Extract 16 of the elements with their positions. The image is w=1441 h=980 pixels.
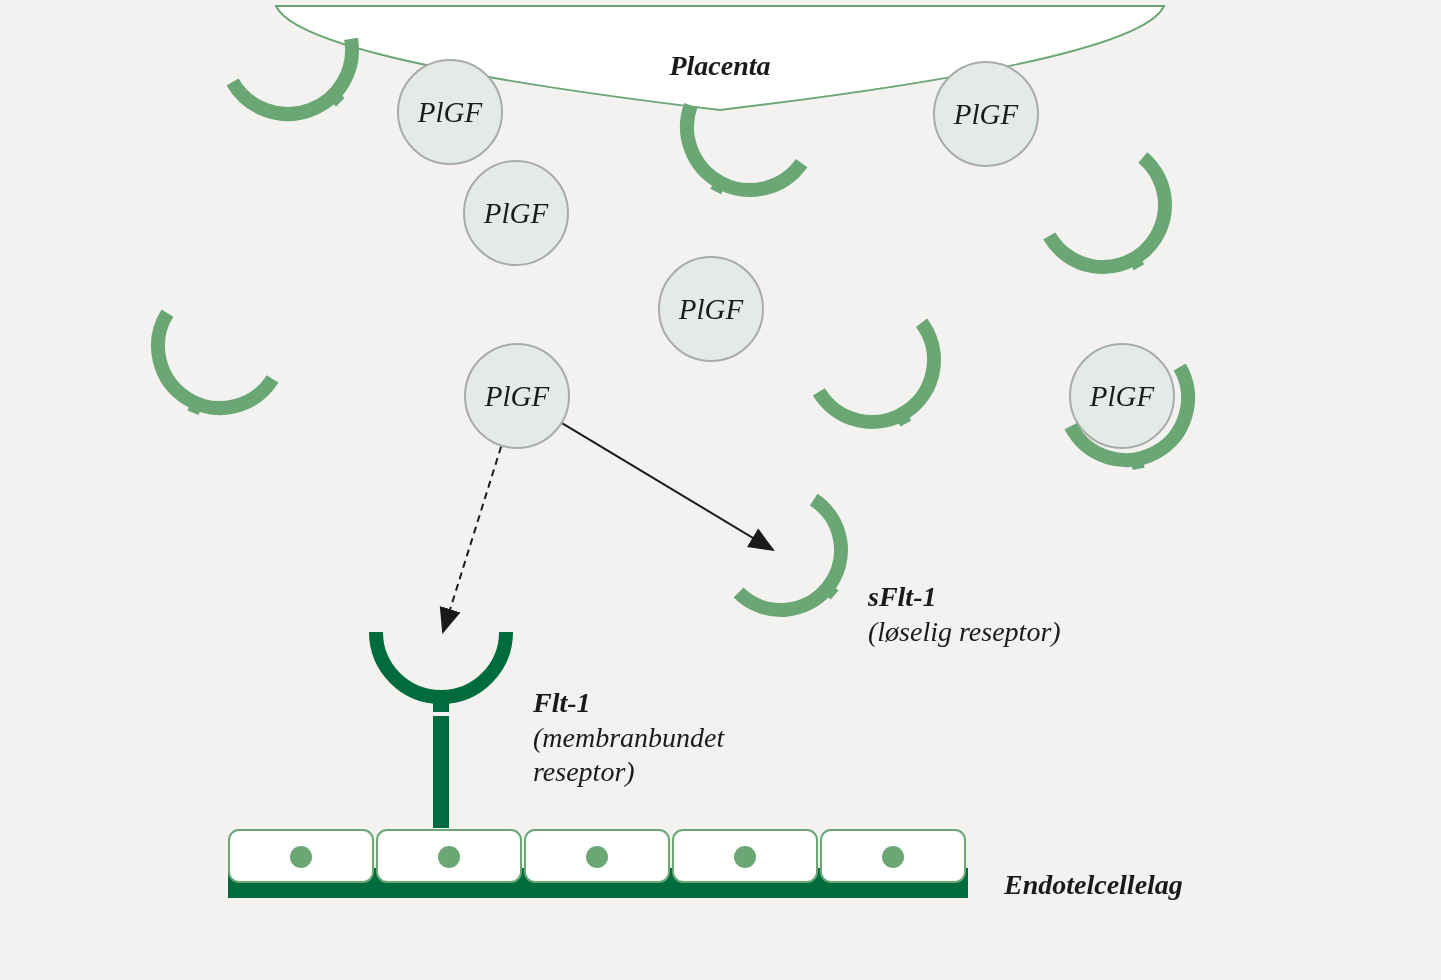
layer-label: Endotelcellelag xyxy=(1004,868,1183,902)
receptor-name: Flt-1 xyxy=(533,686,591,720)
molecule-circle: PlGF xyxy=(397,59,503,165)
arrow xyxy=(561,422,775,552)
membrane-receptor-drawing xyxy=(369,632,513,830)
molecule-circle: PlGF xyxy=(1069,343,1175,449)
molecule-circle: PlGF xyxy=(658,256,764,362)
molecule-circle: PlGF xyxy=(933,61,1039,167)
receptor-name: sFlt-1 xyxy=(868,580,937,614)
endothelial-layer-drawing xyxy=(228,828,968,898)
receptor-description: (membranbundet reseptor) xyxy=(533,721,726,789)
placenta-label: Placenta xyxy=(668,50,772,82)
molecule-circle: PlGF xyxy=(463,160,569,266)
molecule-circle: PlGF xyxy=(464,343,570,449)
arrow xyxy=(439,445,503,635)
receptor-description: (løselig reseptor) xyxy=(868,615,1061,649)
